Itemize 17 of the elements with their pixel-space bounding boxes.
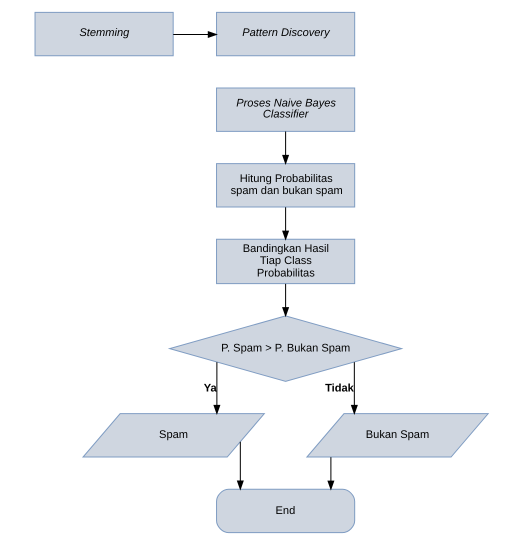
arrow [282, 207, 290, 241]
node-box: Proses Naive Bayes Classifier [216, 87, 356, 132]
edge-label: Tidak [325, 382, 354, 395]
arrow [213, 362, 220, 415]
node-box: End [216, 488, 356, 534]
node-box: Hitung Probabilitas spam dan bukan spam [216, 163, 356, 208]
node-box: Pattern Discovery [216, 12, 356, 56]
node-box: Stemming [34, 12, 174, 56]
arrow [173, 31, 218, 38]
arrow [282, 284, 290, 318]
arrow [236, 442, 244, 491]
arrow [350, 362, 358, 415]
arrow [282, 132, 290, 165]
node-box: Bandingkan Hasil Tiap Class Probabilitas [216, 238, 356, 284]
node-diamond: P. Spam > P. Bukan Spam [168, 315, 404, 382]
arrow [327, 457, 334, 491]
edge-label: Ya [204, 382, 217, 395]
